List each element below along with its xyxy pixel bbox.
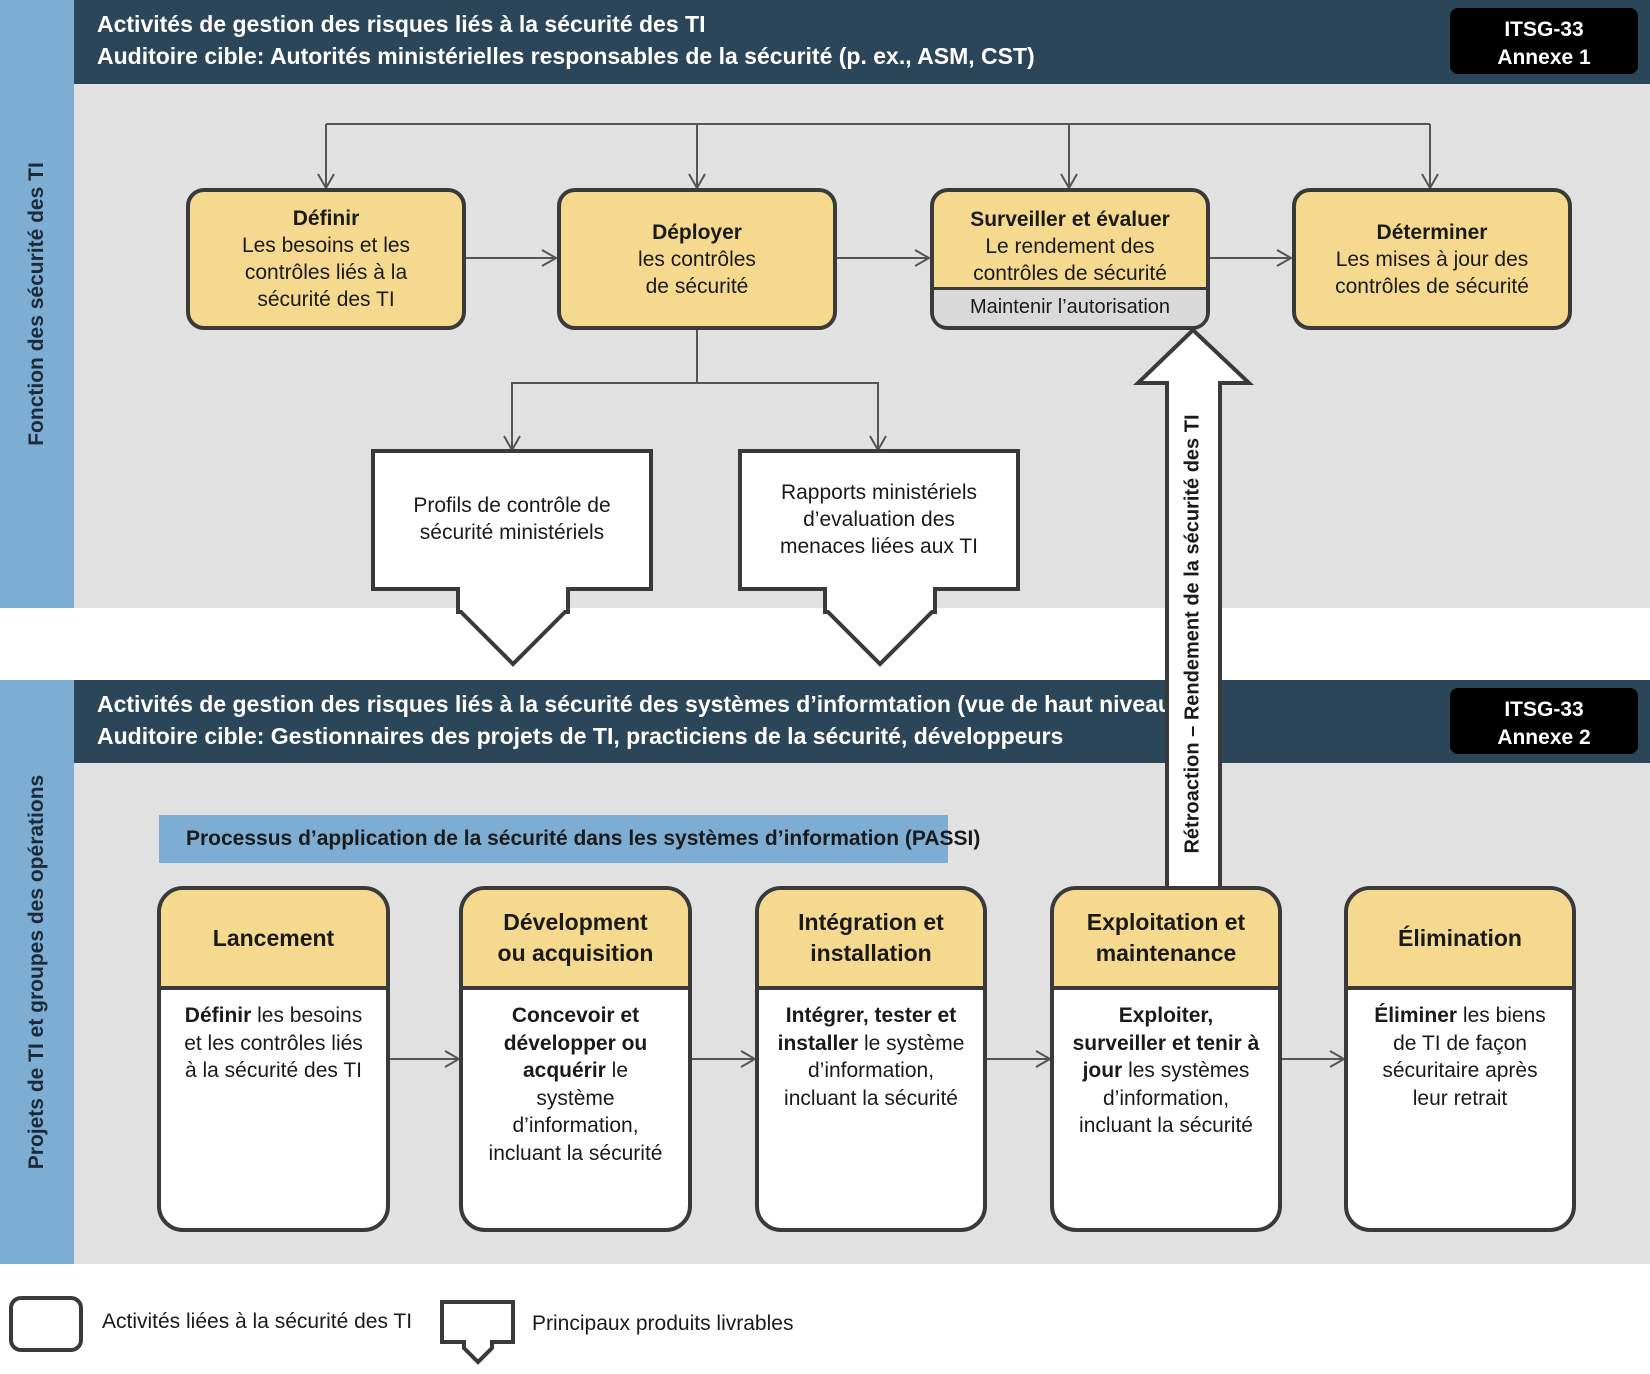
box-definir: Définir Les besoins et les contrôles lié… [186, 188, 466, 330]
phase-elimination-desc: Éliminer les biens de TI de façon sécuri… [1374, 1004, 1546, 1110]
top-badge-line2: Annexe 1 [1497, 46, 1591, 69]
phase-exploitation-desc: Exploiter, surveiller et tenir à jour le… [1072, 1004, 1260, 1137]
deployer-right-branch [697, 382, 887, 453]
phase-developpement-title: Dévelopment ou acquisition [463, 890, 688, 990]
phase-lancement-title: Lancement [161, 890, 386, 990]
legend-deliverable-shape [440, 1300, 515, 1365]
top-header-audience: Auditoire cible: Autorités ministérielle… [97, 43, 1035, 69]
deployer-down-line [503, 330, 698, 453]
feedback-arrow [1133, 327, 1255, 890]
phase-integration: Intégration et installation Intégrer, te… [755, 886, 987, 1232]
phase-developpement-desc: Concevoir et développer ou acquérir le s… [488, 1004, 663, 1165]
bottom-header: Activités de gestion des risques liés à … [74, 680, 1650, 763]
deliverable-shape-rapports [738, 449, 1020, 667]
top-header-title: Activités de gestion des risques liés à … [97, 11, 706, 37]
box-surveiller: Surveiller et évaluer Le rendement des c… [930, 188, 1210, 330]
box-deployer: Déployer les contrôles de sécurité [557, 188, 837, 330]
passi-banner: Processus d’application de la sécurité d… [159, 815, 980, 863]
box-determiner: Déterminer Les mises à jour des contrôle… [1292, 188, 1572, 330]
phase-integration-title: Intégration et installation [759, 890, 983, 990]
phase-elimination-title: Élimination [1348, 890, 1572, 990]
box-deployer-title: Déployer [652, 220, 742, 244]
bottom-header-audience: Auditoire cible: Gestionnaires des proje… [97, 723, 1064, 749]
bottom-badge-line2: Annexe 2 [1497, 726, 1591, 749]
bottom-header-title: Activités de gestion des risques liés à … [97, 691, 1180, 717]
top-side-band [0, 0, 74, 608]
bottom-side-band [0, 680, 74, 1264]
phase-elimination: Élimination Éliminer les biens de TI de … [1344, 886, 1576, 1232]
phase-exploitation: Exploitation et maintenance Exploiter, s… [1050, 886, 1282, 1232]
feedback-label: Rétroaction – Rendement de la sécurité d… [1181, 414, 1204, 854]
phase-exploitation-title: Exploitation et maintenance [1054, 890, 1278, 990]
deliverable-shape-profils [371, 449, 653, 667]
bottom-badge: ITSG-33 Annexe 2 [1450, 688, 1638, 754]
legend-deliverables-label: Principaux produits livrables [532, 1312, 794, 1335]
phase-developpement: Dévelopment ou acquisition Concevoir et … [459, 886, 692, 1232]
phase-lancement-desc: Définir les besoins et les contrôles lié… [184, 1004, 363, 1082]
box-surveiller-title: Surveiller et évaluer [970, 208, 1170, 231]
deliverable-rapports: Rapports ministériels d’evaluation des m… [779, 481, 979, 558]
top-badge-line1: ITSG-33 [1504, 18, 1584, 41]
deliverable-profils: Profils de contrôle de sécurité ministér… [413, 494, 611, 544]
maintain-authorization: Maintenir l’autorisation [934, 287, 1206, 326]
top-badge: ITSG-33 Annexe 1 [1450, 8, 1638, 74]
box-determiner-title: Déterminer [1376, 220, 1488, 244]
bottom-badge-line1: ITSG-33 [1504, 698, 1584, 721]
box-definir-title: Définir [292, 207, 360, 230]
legend-activities-label: Activités liées à la sécurité des TI [102, 1310, 413, 1333]
phase-lancement: Lancement Définir les besoins et les con… [157, 886, 390, 1232]
legend-activity-shape [9, 1296, 83, 1352]
phase-integration-desc: Intégrer, tester et installer le système… [777, 1004, 965, 1110]
top-header: Activités de gestion des risques liés à … [74, 0, 1650, 84]
